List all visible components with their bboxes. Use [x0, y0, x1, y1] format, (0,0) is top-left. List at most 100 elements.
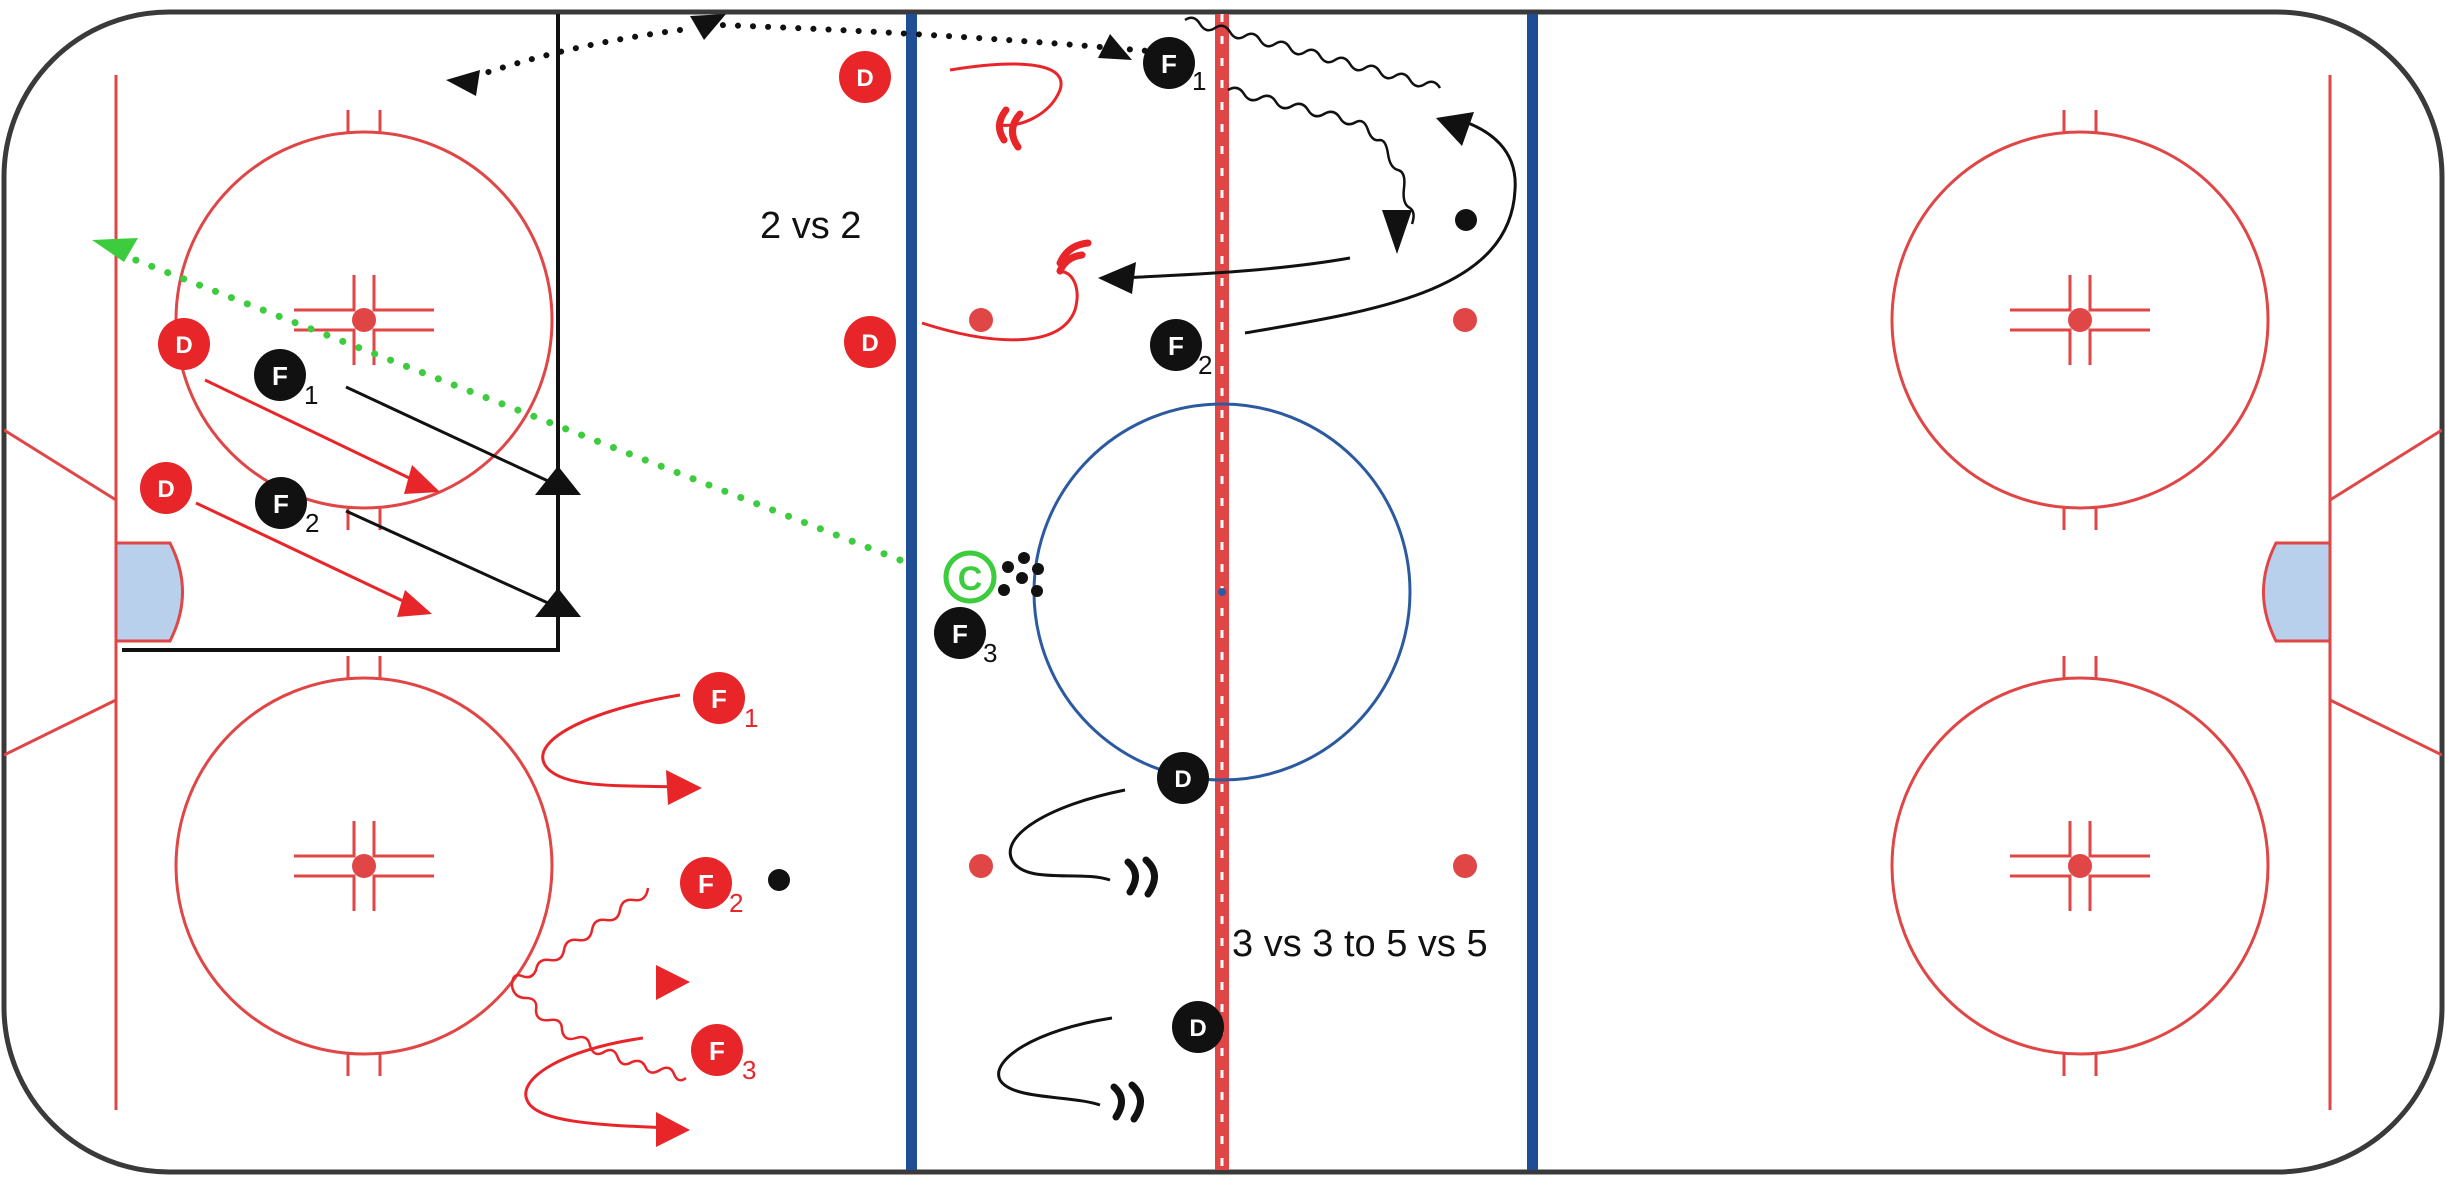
f2-return-path [1119, 256, 1351, 280]
neutral-dot [1453, 854, 1477, 878]
svg-text:F: F [698, 869, 714, 899]
player-f1-black[interactable]: F 1 [254, 349, 318, 410]
faceoff-marker [2035, 821, 2072, 858]
faceoff-marker [2035, 328, 2072, 365]
f-arrowheads [535, 466, 581, 617]
f-skating-paths [345, 385, 549, 605]
svg-text:D: D [1174, 766, 1191, 793]
drill-box-lines [122, 14, 560, 652]
svg-text:2: 2 [305, 508, 319, 538]
faceoff-marker [319, 328, 356, 365]
player-d-red[interactable]: D [140, 462, 192, 514]
arrowhead-icon [1436, 112, 1474, 146]
player-f3-black[interactable]: F 3 [934, 607, 997, 668]
arrowhead-icon [656, 1112, 690, 1147]
svg-text:2: 2 [1198, 350, 1212, 380]
svg-text:F: F [952, 619, 968, 649]
faceoff-circle [174, 676, 554, 1056]
f1-red-curve [541, 693, 681, 789]
faceoff-marker [372, 821, 409, 858]
faceoff-marker [2088, 874, 2125, 911]
puck-icon [1455, 209, 1477, 231]
f1-wavy-path-down [1227, 86, 1415, 225]
faceoff-circle [1890, 676, 2270, 1056]
center-dot [1218, 588, 1226, 596]
svg-text:F: F [272, 361, 288, 391]
blue-line-right [1527, 14, 1538, 1170]
faceoff-marker [2088, 275, 2125, 312]
player-d-red[interactable]: D [158, 318, 210, 370]
neutral-dot [969, 854, 993, 878]
player-f2-black[interactable]: F 2 [255, 477, 319, 538]
arrowhead-icon [1098, 262, 1136, 294]
faceoff-dot [2068, 308, 2092, 332]
player-d-red[interactable]: D [839, 51, 891, 103]
arrowhead-icon [92, 238, 138, 262]
svg-text:F: F [273, 489, 289, 519]
d-arrowheads [397, 465, 440, 617]
puck-icon [768, 869, 790, 891]
player-f2-red[interactable]: F 2 [680, 857, 743, 918]
svg-text:3: 3 [742, 1055, 756, 1085]
d-lower-curve [1008, 788, 1126, 882]
svg-text:F: F [1161, 49, 1177, 79]
coach-c-icon[interactable]: C [943, 550, 997, 604]
skate-stop-icon [996, 106, 1024, 151]
svg-text:1: 1 [304, 380, 318, 410]
faceoff-marker [372, 874, 409, 911]
svg-text:D: D [856, 65, 873, 92]
coach-pass-path [92, 238, 904, 564]
svg-text:1: 1 [1192, 66, 1206, 96]
player-f2-neutral[interactable]: F 2 [1150, 319, 1212, 380]
f1-pass-path [467, 22, 1163, 81]
label-3-vs-3-to-5-vs-5: 3 vs 3 to 5 vs 5 [1232, 923, 1488, 965]
faceoff-dot [352, 854, 376, 878]
player-d-red[interactable]: D [844, 316, 896, 368]
goal-crease-right [2262, 541, 2332, 643]
f2-red-wavy [510, 887, 687, 1082]
faceoff-marker [2088, 328, 2125, 365]
faceoff-marker [2088, 821, 2125, 858]
svg-text:3: 3 [983, 638, 997, 668]
d-top-path [949, 62, 1063, 127]
neutral-dot [969, 308, 993, 332]
player-f3-red[interactable]: F 3 [691, 1024, 756, 1085]
faceoff-circle [1890, 130, 2270, 510]
d-lower-curve [997, 1016, 1113, 1107]
arrowhead-icon [1382, 210, 1412, 254]
faceoff-marker [2035, 874, 2072, 911]
svg-text:D: D [157, 476, 174, 503]
player-f1-neutral[interactable]: F 1 [1143, 37, 1206, 96]
skate-stop-icon [1056, 239, 1092, 275]
svg-text:F: F [709, 1036, 725, 1066]
neutral-dot [1453, 308, 1477, 332]
player-d-black[interactable]: D [1157, 752, 1209, 804]
player-d-black[interactable]: D [1172, 1001, 1224, 1053]
svg-text:D: D [861, 330, 878, 357]
f1-wavy-path [1184, 16, 1442, 89]
f3-red-curve [524, 1036, 669, 1130]
faceoff-dot [2068, 854, 2092, 878]
svg-text:1: 1 [744, 703, 758, 733]
faceoff-marker [319, 874, 356, 911]
skate-stop-icon [1124, 856, 1158, 898]
svg-text:2: 2 [729, 888, 743, 918]
svg-text:D: D [1189, 1015, 1206, 1042]
faceoff-marker [372, 275, 409, 312]
trapezoid-right [2329, 428, 2442, 757]
player-f1-red[interactable]: F 1 [693, 672, 758, 733]
svg-text:C: C [958, 560, 983, 598]
coach-pucks [998, 552, 1044, 597]
d-mid-path [921, 270, 1079, 342]
f2-skate-path [1244, 118, 1517, 335]
goal-crease-left [114, 541, 184, 643]
trapezoid-left [4, 428, 117, 757]
faceoff-marker [2035, 275, 2072, 312]
blue-line-left [906, 14, 917, 1170]
svg-text:F: F [1168, 331, 1184, 361]
skate-stop-icon [1110, 1081, 1144, 1123]
d-skating-paths [195, 378, 431, 612]
svg-text:F: F [711, 684, 727, 714]
arrowhead-icon [656, 965, 690, 1000]
